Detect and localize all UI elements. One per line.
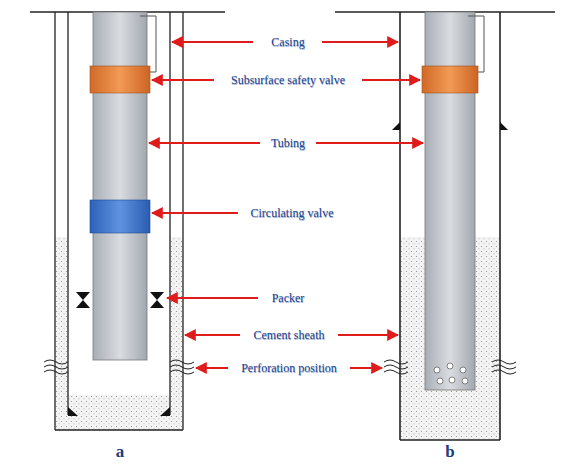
part-label: Perforation position [239, 361, 339, 375]
part-label: Subsurface safety valve [229, 73, 347, 87]
part-label: Circulating valve [249, 206, 336, 220]
part-label: Tubing [269, 136, 307, 150]
part-label: Cement sheath [252, 328, 327, 342]
part-label: Casing [269, 35, 306, 49]
figure-letter: a [114, 442, 127, 462]
figure-letter: b [443, 442, 456, 462]
part-label: Packer [270, 291, 307, 305]
